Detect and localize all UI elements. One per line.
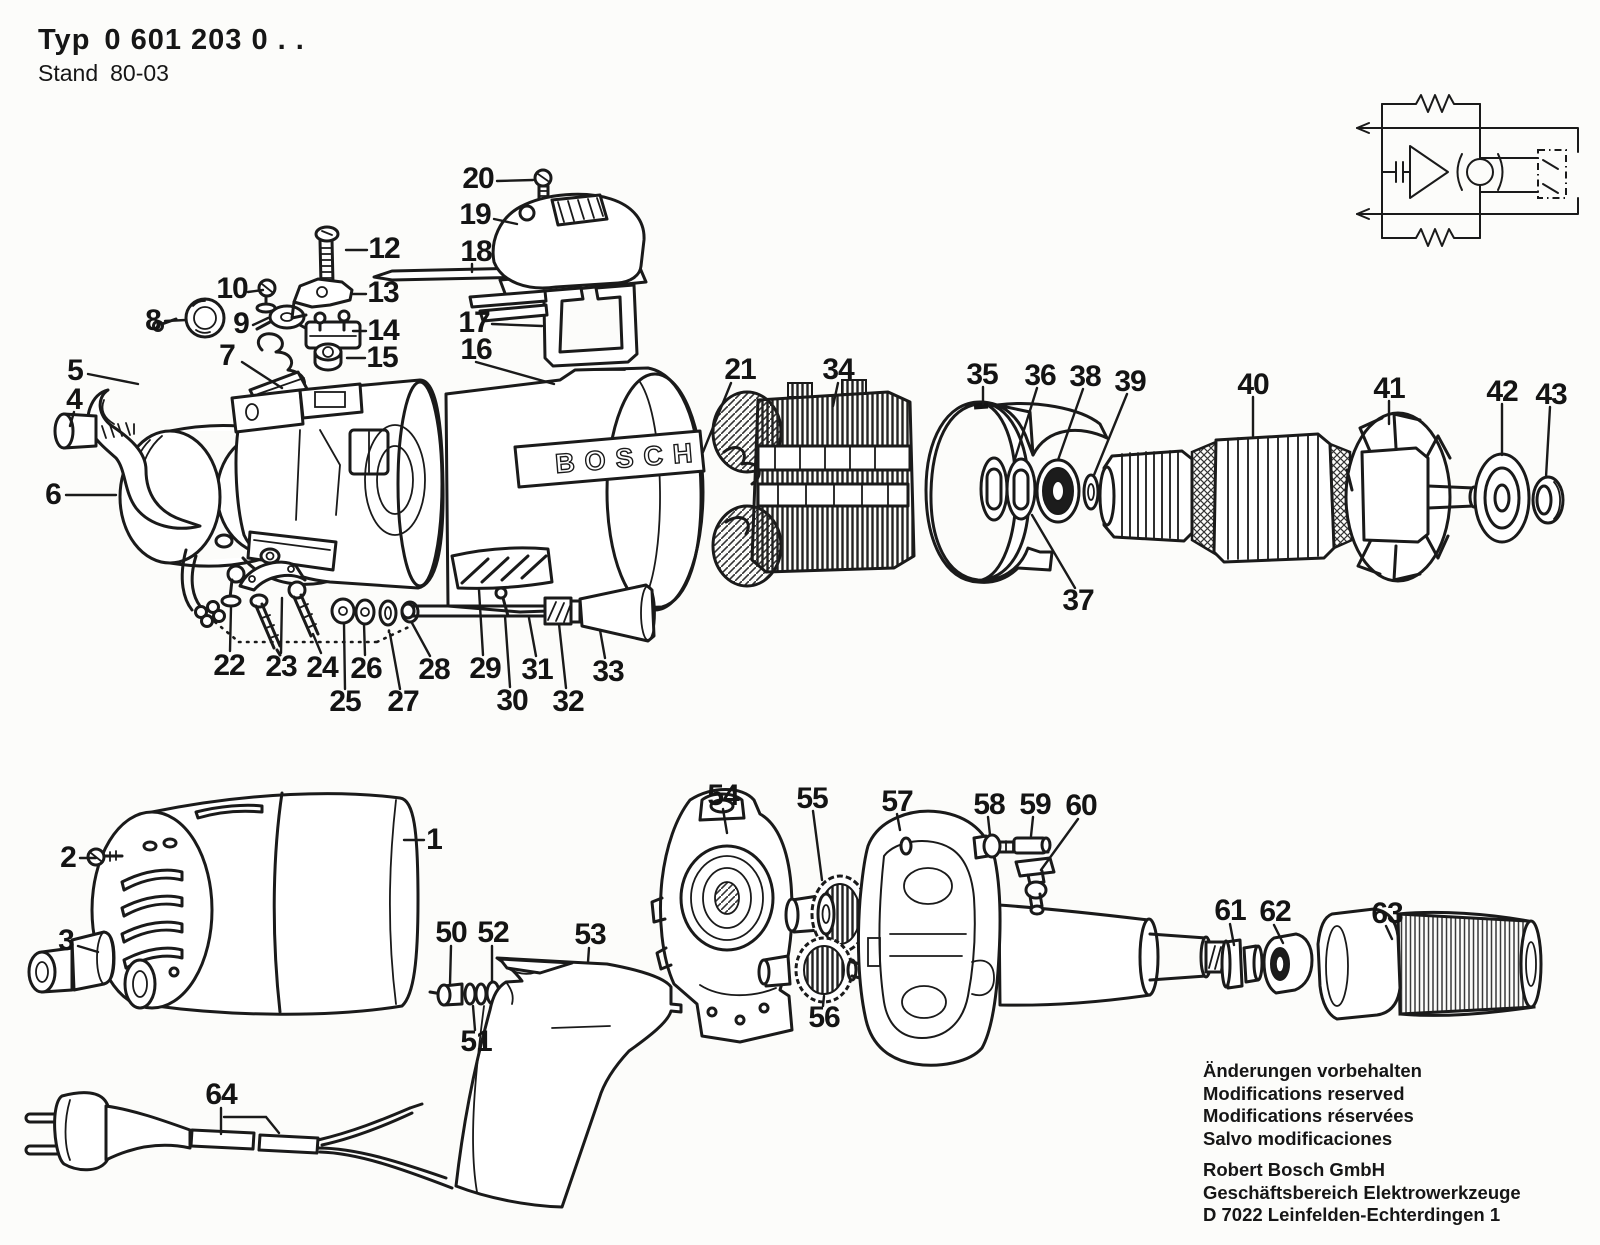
grease-fitting: [1014, 856, 1056, 916]
company-line: Robert Bosch GmbH: [1203, 1159, 1385, 1181]
fastener-row: [214, 533, 656, 657]
part-number-12: 12: [368, 232, 400, 265]
part-number-32: 32: [552, 685, 584, 718]
part-number-56: 56: [808, 1001, 840, 1034]
part-number-53: 53: [574, 918, 606, 951]
part-number-3: 3: [58, 924, 75, 957]
part-number-14: 14: [367, 314, 399, 347]
leader-lines: [64, 178, 1552, 1136]
part-number-17: 17: [458, 306, 490, 339]
part-number-38: 38: [1069, 360, 1101, 393]
part-number-13: 13: [367, 276, 399, 309]
company-line: Geschäftsbereich Elektrowerkzeuge: [1203, 1181, 1521, 1203]
part-number-39: 39: [1114, 365, 1146, 398]
part-number-28: 28: [418, 653, 450, 686]
part-number-4: 4: [66, 383, 83, 416]
type-line: Typ 0 601 203 0 . .: [38, 24, 305, 57]
part-number-18: 18: [460, 235, 492, 268]
knurled-sleeve: [1316, 907, 1543, 1021]
company-line: D 7022 Leinfelden-Echterdingen 1: [1203, 1204, 1501, 1226]
part-number-22: 22: [213, 649, 245, 682]
part-number-19: 19: [459, 198, 491, 231]
typ-value: 0 601 203 0 . .: [104, 24, 305, 56]
stand-line: Stand 80-03: [38, 60, 305, 86]
part-number-42: 42: [1486, 375, 1518, 408]
motor-cap: [90, 791, 420, 1016]
part-number-30: 30: [496, 684, 528, 717]
part-number-58: 58: [973, 788, 1005, 821]
clamping-nut: [1262, 932, 1314, 995]
bearing-bracket: [230, 378, 445, 590]
part-number-52: 52: [477, 916, 509, 949]
switch-assembly: [372, 168, 648, 368]
part-number-21: 21: [724, 353, 756, 386]
part-number-63: 63: [1371, 897, 1403, 930]
part-number-7: 7: [219, 339, 236, 372]
part-number-55: 55: [796, 782, 828, 815]
part-number-20: 20: [462, 162, 494, 195]
stator: [711, 379, 916, 588]
part-number-43: 43: [1535, 378, 1567, 411]
part-number-40: 40: [1237, 368, 1269, 401]
gear-housing: [856, 809, 1213, 1067]
part-number-57: 57: [881, 785, 913, 818]
type-header: Typ 0 601 203 0 . . Stand 80-03: [38, 24, 305, 87]
stand-label: Stand: [38, 60, 99, 87]
intermediate-gear: [784, 874, 870, 954]
part-number-35: 35: [966, 358, 998, 391]
spacer-ring: [1531, 475, 1565, 525]
part-number-5: 5: [67, 354, 84, 387]
notice-line: Modifications réservées: [1203, 1105, 1414, 1127]
typ-label: Typ: [38, 24, 91, 56]
part-number-33: 33: [592, 655, 624, 688]
part-number-1: 1: [426, 823, 443, 856]
spindle-coupling: [1204, 938, 1264, 990]
part-number-16: 16: [460, 333, 492, 366]
part-number-27: 27: [387, 685, 419, 718]
housing-screw-and-pin: [972, 833, 1052, 860]
part-number-15: 15: [366, 341, 398, 374]
part-number-31: 31: [521, 653, 553, 686]
part-number-29: 29: [469, 652, 501, 685]
ball-bearing-rear: [1035, 458, 1100, 524]
wiring-schematic: [1356, 94, 1579, 247]
part-number-50: 50: [435, 916, 467, 949]
part-number-6: 6: [45, 478, 62, 511]
part-number-9: 9: [233, 307, 250, 340]
part-number-26: 26: [350, 652, 382, 685]
part-number-37: 37: [1062, 584, 1094, 617]
part-number-8: 8: [145, 304, 162, 337]
power-cord: [24, 1091, 454, 1190]
part-number-36: 36: [1024, 359, 1056, 392]
part-number-61: 61: [1214, 894, 1246, 927]
fan: [1344, 411, 1480, 583]
ball-bearing-front: [1473, 452, 1531, 544]
legal-footer: Änderungen vorbehalten Modifications res…: [1203, 1060, 1521, 1227]
terminal-parts: [290, 225, 362, 372]
motor-housing: BOSCH: [444, 366, 706, 618]
notice-line: Änderungen vorbehalten: [1203, 1060, 1422, 1081]
part-number-54: 54: [707, 779, 739, 812]
pistol-grip-handle: [454, 956, 683, 1209]
part-number-25: 25: [329, 685, 361, 718]
part-number-34: 34: [822, 353, 854, 386]
part-number-59: 59: [1019, 788, 1051, 821]
notice-line: Salvo modificaciones: [1203, 1127, 1393, 1149]
pinion-gear: [757, 936, 862, 1004]
armature: [1098, 432, 1370, 564]
part-number-2: 2: [60, 841, 77, 874]
part-number-41: 41: [1373, 372, 1405, 405]
air-baffle: [924, 400, 1109, 584]
notice-line: Modifications reserved: [1203, 1082, 1405, 1104]
part-number-62: 62: [1259, 895, 1291, 928]
part-number-51: 51: [460, 1025, 492, 1058]
stand-value: 80-03: [110, 60, 169, 87]
part-number-23: 23: [265, 650, 297, 683]
part-number-24: 24: [306, 651, 338, 684]
part-number-10: 10: [216, 272, 248, 305]
part-number-60: 60: [1065, 789, 1097, 822]
part-number-64: 64: [205, 1078, 237, 1111]
